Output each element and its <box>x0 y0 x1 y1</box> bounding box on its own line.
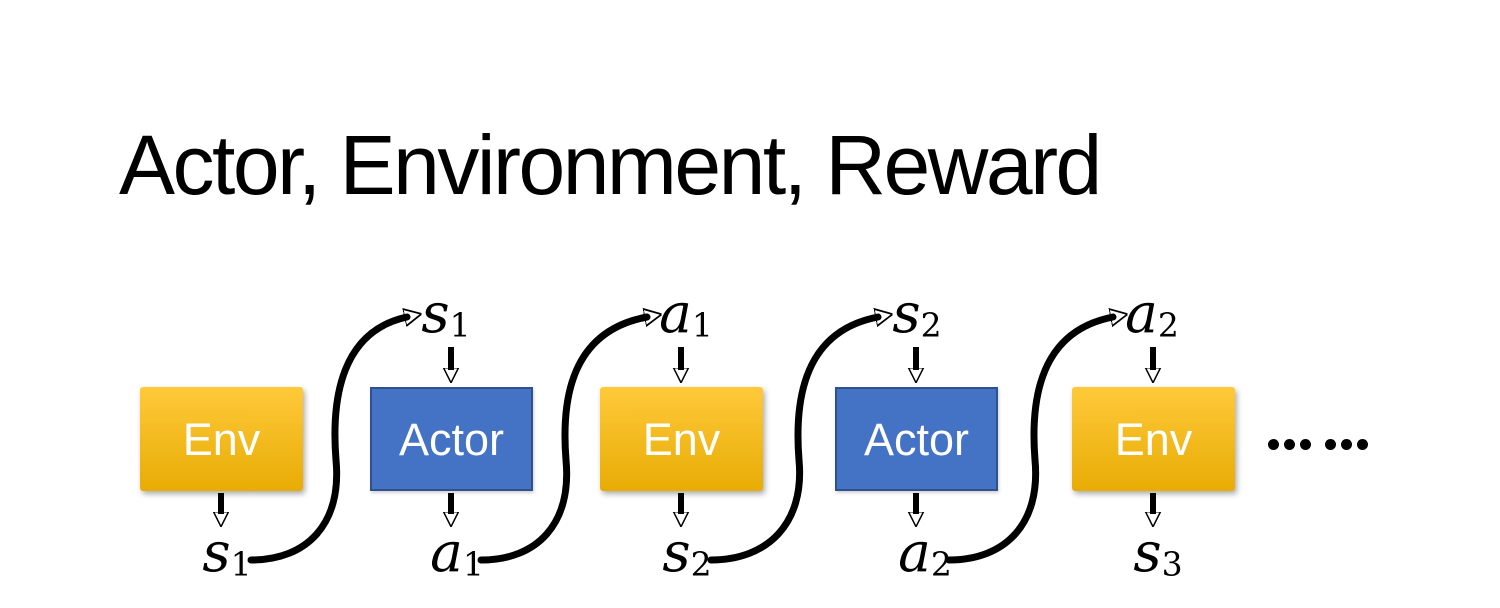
dot <box>1341 439 1352 450</box>
bottom-label-a2: a2 <box>898 520 952 584</box>
box-label: Env <box>182 413 261 465</box>
bottom-label-s1: s1 <box>202 520 252 584</box>
dot <box>1300 439 1311 450</box>
actor-box-2: Actor <box>835 387 998 491</box>
top-label-s2: s2 <box>892 281 942 345</box>
dot <box>1284 439 1295 450</box>
slide-title: Actor, Environment, Reward <box>119 118 1102 212</box>
dot <box>1357 439 1368 450</box>
env-box-3: Env <box>1072 387 1235 491</box>
box-label: Env <box>1114 413 1193 465</box>
bottom-label-s2: s2 <box>662 520 712 584</box>
dot <box>1268 439 1279 450</box>
box-label: Actor <box>863 413 970 465</box>
env-box-1: Env <box>140 387 303 491</box>
top-label-s1: s1 <box>421 281 471 345</box>
dot <box>1325 439 1336 450</box>
actor-box-1: Actor <box>370 387 533 491</box>
top-label-a1: a1 <box>659 281 713 345</box>
box-label: Actor <box>398 413 505 465</box>
top-label-a2: a2 <box>1125 281 1179 345</box>
bottom-label-s3: s3 <box>1133 520 1183 584</box>
bottom-label-a1: a1 <box>430 520 484 584</box>
env-box-2: Env <box>600 387 763 491</box>
ellipsis <box>1268 439 1373 450</box>
box-label: Env <box>642 413 721 465</box>
